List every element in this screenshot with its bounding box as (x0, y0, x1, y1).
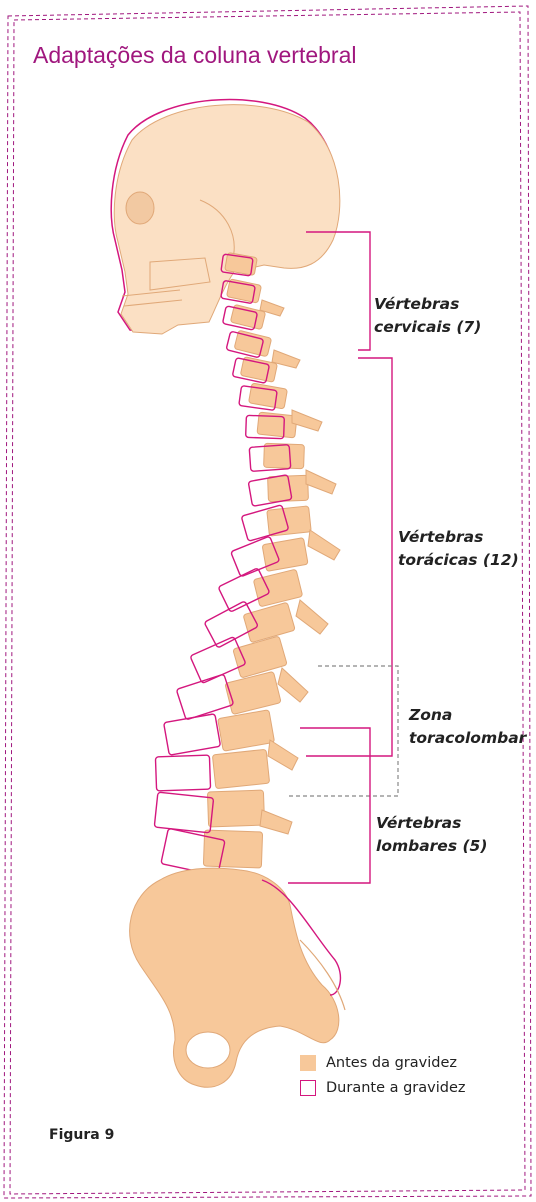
thoracic-bracket (306, 358, 392, 756)
legend-before: Antes da gravidez (300, 1052, 457, 1074)
legend-before-text: Antes da gravidez (326, 1055, 457, 1071)
thoracic-label: Vértebras torácicas (12) (398, 526, 519, 572)
cervical-label: Vértebras cervicais (7) (374, 293, 481, 339)
figure-caption: Figura 9 (49, 1127, 114, 1143)
legend-swatch-before (300, 1055, 316, 1071)
legend-during: Durante a gravidez (300, 1077, 466, 1099)
cervical-bracket (306, 232, 370, 350)
legend-swatch-during (300, 1080, 316, 1096)
thoracolumbar-label: Zona toracolombar (409, 704, 526, 750)
legend-during-text: Durante a gravidez (326, 1080, 466, 1096)
lumbar-label: Vértebras lombares (5) (376, 812, 487, 858)
thoracolumbar-zone-bracket (288, 666, 398, 796)
lumbar-bracket (288, 728, 370, 883)
